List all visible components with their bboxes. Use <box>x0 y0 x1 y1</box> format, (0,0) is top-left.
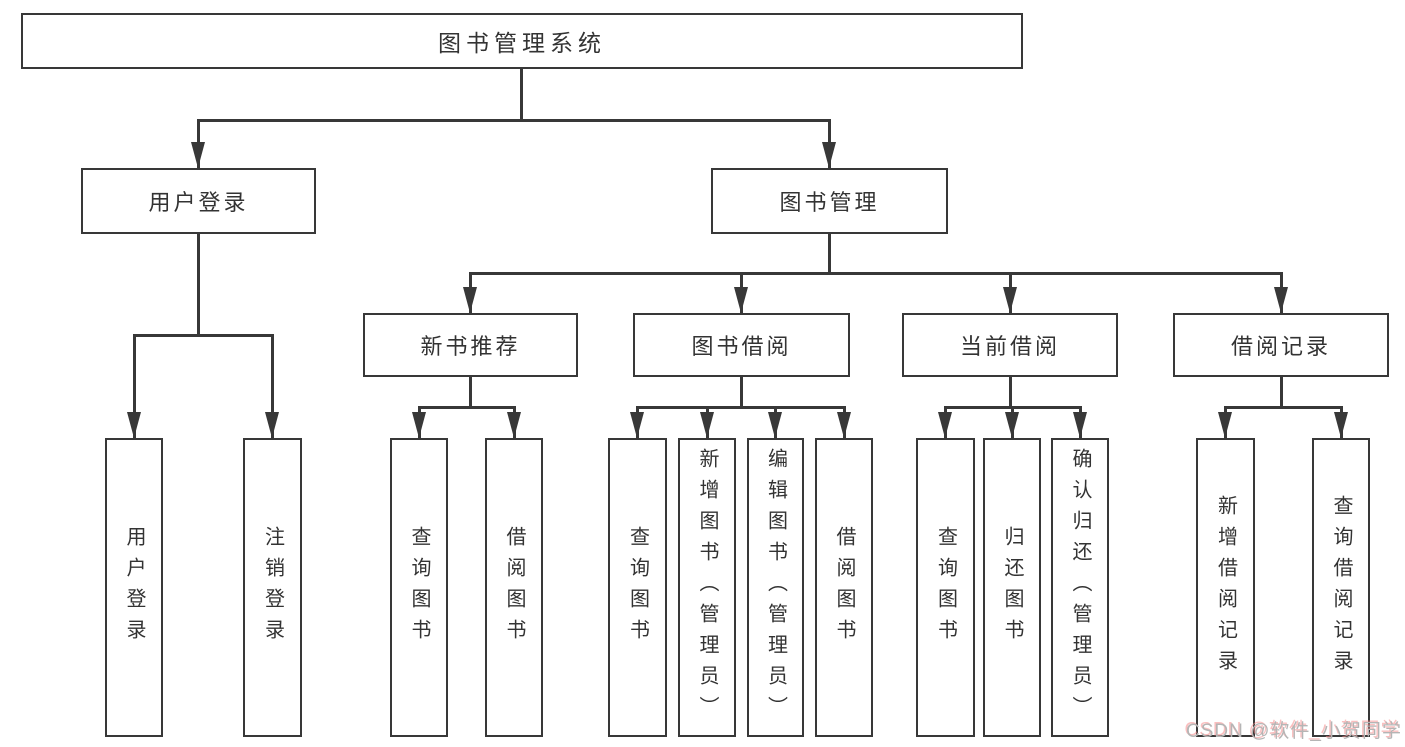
arrowhead-icon <box>1274 287 1288 313</box>
arrowhead-icon <box>700 412 714 438</box>
node-book-borrow: 图书借阅 <box>633 313 850 377</box>
node-current-borrow: 当前借阅 <box>902 313 1118 377</box>
leaf-borrow-book-2: 借阅图书 <box>815 438 873 737</box>
arrowhead-icon <box>734 287 748 313</box>
arrowhead-icon <box>768 412 782 438</box>
leaf-add-book-admin: 新增图书（管理员） <box>678 438 736 737</box>
connector-line <box>198 119 830 122</box>
connector-line <box>740 377 743 407</box>
connector-line <box>133 334 136 438</box>
connector-line <box>271 334 274 438</box>
connector-line <box>419 406 514 409</box>
arrowhead-icon <box>191 142 205 168</box>
node-root-system: 图书管理系统 <box>21 13 1023 69</box>
connector-line <box>1280 377 1283 407</box>
leaf-logout: 注销登录 <box>243 438 302 737</box>
arrowhead-icon <box>412 412 426 438</box>
csdn-watermark: CSDN @软件_小贺同学 <box>1186 721 1402 742</box>
arrowhead-icon <box>1218 412 1232 438</box>
leaf-query-book-3: 查询图书 <box>916 438 975 737</box>
arrowhead-icon <box>630 412 644 438</box>
arrowhead-icon <box>507 412 521 438</box>
leaf-query-borrow-record: 查询借阅记录 <box>1312 438 1370 737</box>
arrowhead-icon <box>938 412 952 438</box>
arrowhead-icon <box>822 142 836 168</box>
leaf-borrow-book-1: 借阅图书 <box>485 438 543 737</box>
connector-line <box>469 377 472 407</box>
leaf-edit-book-admin: 编辑图书（管理员） <box>747 438 804 737</box>
node-borrow-records: 借阅记录 <box>1173 313 1389 377</box>
arrowhead-icon <box>837 412 851 438</box>
arrowhead-icon <box>1073 412 1087 438</box>
connector-line <box>828 233 831 273</box>
leaf-query-book-1: 查询图书 <box>390 438 448 737</box>
arrowhead-icon <box>1003 287 1017 313</box>
connector-line <box>134 334 273 337</box>
connector-line <box>197 234 200 335</box>
leaf-add-borrow-record: 新增借阅记录 <box>1196 438 1255 737</box>
connector-line <box>470 272 1281 275</box>
leaf-query-book-2: 查询图书 <box>608 438 667 737</box>
node-book-management: 图书管理 <box>711 168 948 234</box>
connector-line <box>520 69 523 120</box>
arrowhead-icon <box>463 287 477 313</box>
arrowhead-icon <box>1334 412 1348 438</box>
connector-line <box>1009 377 1012 407</box>
node-new-book-recommend: 新书推荐 <box>363 313 578 377</box>
connector-line <box>637 406 844 409</box>
node-user-login: 用户登录 <box>81 168 316 234</box>
arrowhead-icon <box>265 412 279 438</box>
arrowhead-icon <box>1005 412 1019 438</box>
leaf-confirm-return-admin: 确认归还（管理员） <box>1051 438 1109 737</box>
leaf-user-login: 用户登录 <box>105 438 163 737</box>
connector-line <box>1225 406 1341 409</box>
arrowhead-icon <box>127 412 141 438</box>
leaf-return-book: 归还图书 <box>983 438 1041 737</box>
